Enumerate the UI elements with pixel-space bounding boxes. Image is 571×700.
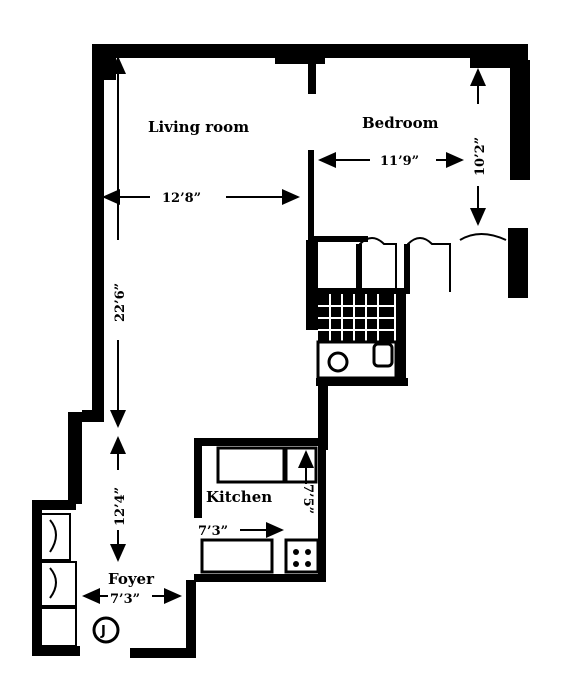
- foyer-closets: [42, 513, 77, 647]
- label-living-room: Living room: [148, 118, 249, 136]
- dim-bedroom-depth: 10’2”: [473, 137, 488, 176]
- bedroom-closets: [356, 233, 507, 294]
- bathroom: [316, 294, 398, 380]
- dim-kitchen-width: 7’3”: [198, 524, 228, 539]
- walls: [32, 44, 530, 658]
- dimension-arrows: [82, 56, 486, 604]
- closet-symbol-text: J: [100, 624, 106, 639]
- closet-symbol-circle: [92, 616, 120, 644]
- dim-foyer-width: 7’3”: [110, 592, 140, 607]
- label-bedroom: Bedroom: [362, 114, 439, 132]
- dim-living-length: 22’6”: [113, 283, 128, 322]
- dim-bedroom-width: 11’9”: [380, 154, 419, 169]
- label-kitchen: Kitchen: [206, 488, 272, 506]
- dim-foyer-length: 12’4”: [113, 487, 128, 526]
- dim-kitchen-depth: 7’5”: [300, 484, 315, 514]
- dim-living-width: 12’8”: [162, 191, 201, 206]
- label-foyer: Foyer: [108, 570, 155, 588]
